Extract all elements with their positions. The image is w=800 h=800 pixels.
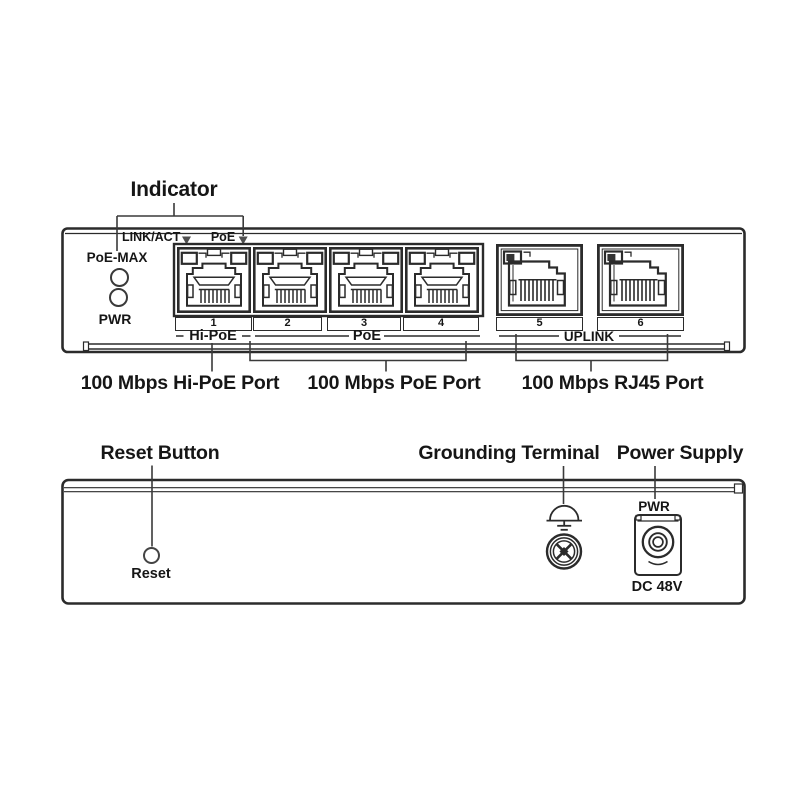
rj45-bracket — [515, 334, 669, 372]
port-5-number-strip: 5 — [496, 317, 583, 331]
dc-48v-label: DC 48V — [631, 579, 683, 595]
port-2-jack — [253, 247, 327, 313]
group-label-uplink: UPLINK — [563, 329, 615, 344]
port-4-number-strip: 4 — [403, 317, 479, 331]
grounding-screw-icon — [545, 533, 583, 570]
port-1-jack — [177, 247, 251, 313]
pwr-front-label: PWR — [98, 311, 132, 327]
led-pointer-arrows — [182, 236, 248, 245]
indicator-bracket — [116, 203, 244, 251]
port-2-number-strip: 2 — [253, 317, 322, 331]
rear-leader-lines — [151, 465, 656, 547]
front-panel-outline — [61, 227, 746, 354]
reset-label: Reset — [131, 566, 171, 582]
pwr-led — [109, 288, 128, 307]
group-label-hi-poe: Hi-PoE — [189, 328, 237, 344]
port-5-jack — [496, 244, 583, 316]
poe-bracket — [249, 341, 467, 372]
grounding-terminal-label: Grounding Terminal — [418, 442, 600, 464]
indicator-title: Indicator — [130, 178, 218, 201]
pwr-jack-label: PWR — [638, 499, 670, 514]
poe-led-label: PoE — [210, 230, 236, 244]
dc-power-jack — [634, 514, 682, 576]
power-supply-label: Power Supply — [616, 442, 744, 464]
reset-hole — [143, 547, 160, 564]
grounding-symbol-icon — [546, 504, 582, 531]
reset-button-label: Reset Button — [100, 442, 220, 464]
link-act-arrow-icon — [182, 236, 191, 245]
port-4-jack — [405, 247, 479, 313]
port-6-number-strip: 6 — [597, 317, 684, 331]
link-act-label: LINK/ACT — [122, 230, 181, 244]
caption-poe-port: 100 Mbps PoE Port — [307, 372, 481, 394]
caption-rj45-port: 100 Mbps RJ45 Port — [521, 372, 704, 394]
rear-panel-outline — [61, 478, 746, 605]
port-6-jack — [597, 244, 684, 316]
group-label-poe: PoE — [352, 328, 382, 344]
port-3-jack — [329, 247, 403, 313]
poe-max-led — [110, 268, 129, 287]
port-1-number-strip: 1 — [175, 317, 252, 331]
caption-hi-poe-port: 100 Mbps Hi-PoE Port — [80, 372, 280, 394]
poe-max-label: PoE-MAX — [86, 250, 148, 265]
caption-brackets — [211, 334, 669, 372]
poe-arrow-icon — [238, 236, 248, 245]
poe-port-group-box — [172, 242, 485, 318]
port-3-number-strip: 3 — [327, 317, 401, 331]
